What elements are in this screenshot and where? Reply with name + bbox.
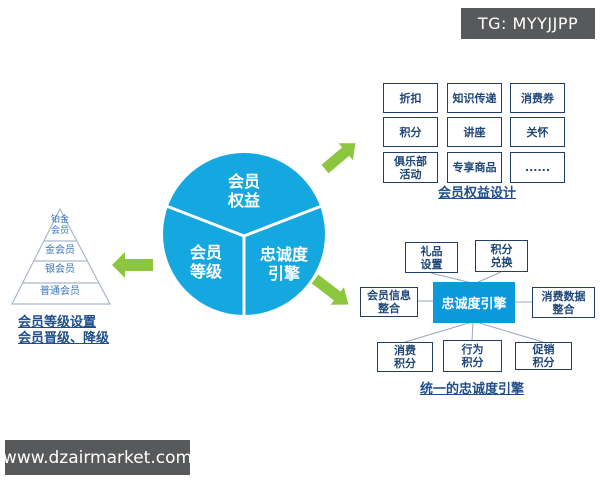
hub-connector-lines <box>404 271 544 343</box>
benefit-label: 消费券 <box>521 91 554 105</box>
benefits-grid-caption: 会员权益设计 <box>438 186 517 201</box>
benefit-box-points: 积分 <box>383 117 438 147</box>
hub-box-label: 消费 <box>394 344 416 357</box>
benefit-label: ...... <box>524 161 551 174</box>
benefit-label: 知识传递 <box>452 91 497 105</box>
website-watermark-badge: www.dzairmarket.com <box>3 440 192 475</box>
hub-box-label: 促销 <box>532 343 555 356</box>
segment-label-line: 忠诚度 <box>259 245 308 264</box>
segment-label-line: 引擎 <box>267 264 300 283</box>
benefit-box-coupon: 消费券 <box>510 83 565 113</box>
benefit-box-discount: 折扣 <box>383 83 438 113</box>
hub-box-member-info-integration: 会员信息 整合 <box>360 287 418 317</box>
hub-center-loyalty-engine: 忠诚度引擎 <box>433 282 515 323</box>
benefit-box-lecture: 讲座 <box>447 117 502 147</box>
circle-segment-dividers <box>167 205 321 317</box>
hub-box-label: 积分 <box>532 356 555 369</box>
pyramid-caption-line1: 会员等级设置 <box>18 315 97 330</box>
hub-box-consumption-data-integration: 消费数据 整合 <box>532 287 595 318</box>
pyramid-level-text: 会员 <box>50 226 69 236</box>
hub-box-gift-settings: 礼品 设置 <box>405 242 458 273</box>
loyalty-hub-caption: 统一的忠诚度引擎 <box>420 382 525 397</box>
hub-box-label: 积分 <box>461 356 484 369</box>
segment-label-line: 等级 <box>189 262 222 281</box>
benefit-label: 俱乐部 <box>394 154 427 168</box>
hub-box-label: 行为 <box>461 343 484 356</box>
arrow-up-right-icon <box>321 143 356 174</box>
member-tier-pyramid <box>11 207 111 305</box>
benefit-label: 关怀 <box>526 125 549 139</box>
circle-segment-loyalty: 忠诚度 引擎 <box>238 245 330 283</box>
pyramid-level-silver: 银会员 <box>45 264 75 275</box>
segment-label-line: 会员 <box>189 243 222 262</box>
hub-box-label: 兑换 <box>490 256 513 269</box>
benefit-box-exclusive-goods: 专享商品 <box>447 152 502 183</box>
hub-box-label: 会员信息 <box>367 289 411 302</box>
hub-box-label: 消费数据 <box>541 289 586 303</box>
pyramid-level-platinum: 铂金 会员 <box>35 215 85 237</box>
hub-box-label: 积分 <box>490 243 513 256</box>
circle-segment-levels: 会员 等级 <box>166 243 246 281</box>
pyramid-caption: 会员等级设置 会员晋级、降级 <box>18 315 109 347</box>
pyramid-level-regular: 普通会员 <box>40 286 80 297</box>
hub-box-label: 积分 <box>394 357 416 370</box>
hub-box-label: 整合 <box>552 302 575 316</box>
tg-watermark-badge: TG: MYYJJPP <box>461 8 595 39</box>
hub-box-promo-points: 促销 积分 <box>515 342 572 370</box>
hub-box-label: 设置 <box>420 257 443 271</box>
hub-box-label: 整合 <box>378 302 400 315</box>
benefit-label: 积分 <box>399 125 422 139</box>
circle-segment-benefits: 会员 权益 <box>204 172 284 210</box>
hub-box-points-redemption: 积分 兑换 <box>475 240 528 272</box>
hub-box-consumption-points: 消费 积分 <box>377 342 433 372</box>
benefit-box-knowledge: 知识传递 <box>447 83 502 113</box>
pyramid-level-text: 铂金 <box>50 215 69 225</box>
benefit-label: 活动 <box>399 167 422 181</box>
segment-label-line: 权益 <box>227 191 260 210</box>
arrow-down-right-icon <box>311 274 349 305</box>
benefit-box-ellipsis: ...... <box>510 152 565 183</box>
benefit-label: 折扣 <box>399 91 422 105</box>
arrow-left-icon <box>112 252 153 278</box>
hub-box-label: 礼品 <box>420 244 443 258</box>
membership-circle <box>163 153 325 315</box>
pyramid-caption-line2: 会员晋级、降级 <box>18 331 110 346</box>
benefit-box-care: 关怀 <box>510 117 565 147</box>
segment-label-line: 会员 <box>227 172 260 191</box>
pyramid-level-gold: 金会员 <box>45 245 75 256</box>
benefit-label: 讲座 <box>463 125 486 139</box>
benefit-label: 专享商品 <box>452 161 497 174</box>
benefit-box-club-activities: 俱乐部 活动 <box>383 152 438 183</box>
hub-box-behavior-points: 行为 积分 <box>443 340 502 372</box>
